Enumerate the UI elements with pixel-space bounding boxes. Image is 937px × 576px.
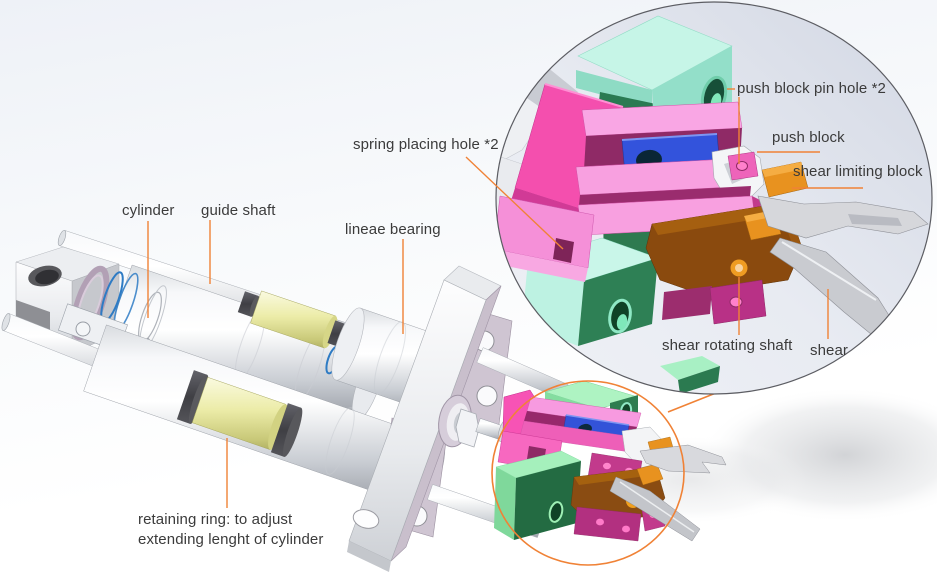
detail-circle-rim <box>495 1 933 395</box>
retaining-ring-lower <box>176 370 303 457</box>
label-push-block-pin-hole: push block pin hole *2 <box>737 80 886 97</box>
label-guide-shaft: guide shaft <box>201 202 276 219</box>
label-spring-placing-hole: spring placing hole *2 <box>353 136 499 153</box>
main-assembly <box>1 230 732 572</box>
label-shear-rotating-shaft: shear rotating shaft <box>662 337 793 354</box>
label-push-block: push block <box>772 129 845 146</box>
callout-source-ellipse <box>491 380 685 566</box>
label-cylinder: cylinder <box>122 202 175 219</box>
label-retaining-ring-line1: retaining ring: to adjust <box>138 511 293 528</box>
shear-mechanism <box>494 380 727 542</box>
hex-nut <box>455 408 480 448</box>
label-shear-limiting-block: shear limiting block <box>793 163 923 180</box>
label-lineae-bearing: lineae bearing <box>345 221 441 238</box>
detail-shear-blades <box>757 195 929 349</box>
plate-hole <box>352 509 380 529</box>
label-shear: shear <box>810 342 849 359</box>
leader-spring-placing-hole <box>465 156 564 250</box>
label-retaining-ring-line2: extending lenght of cylinder <box>138 530 324 548</box>
label-retaining-ring: retaining ring: to adjust extending leng… <box>138 510 323 549</box>
detail-view <box>495 1 933 395</box>
detail-push-block-assembly <box>496 83 809 282</box>
push-block-pin-hole <box>736 161 748 171</box>
leader-lines <box>147 88 863 508</box>
